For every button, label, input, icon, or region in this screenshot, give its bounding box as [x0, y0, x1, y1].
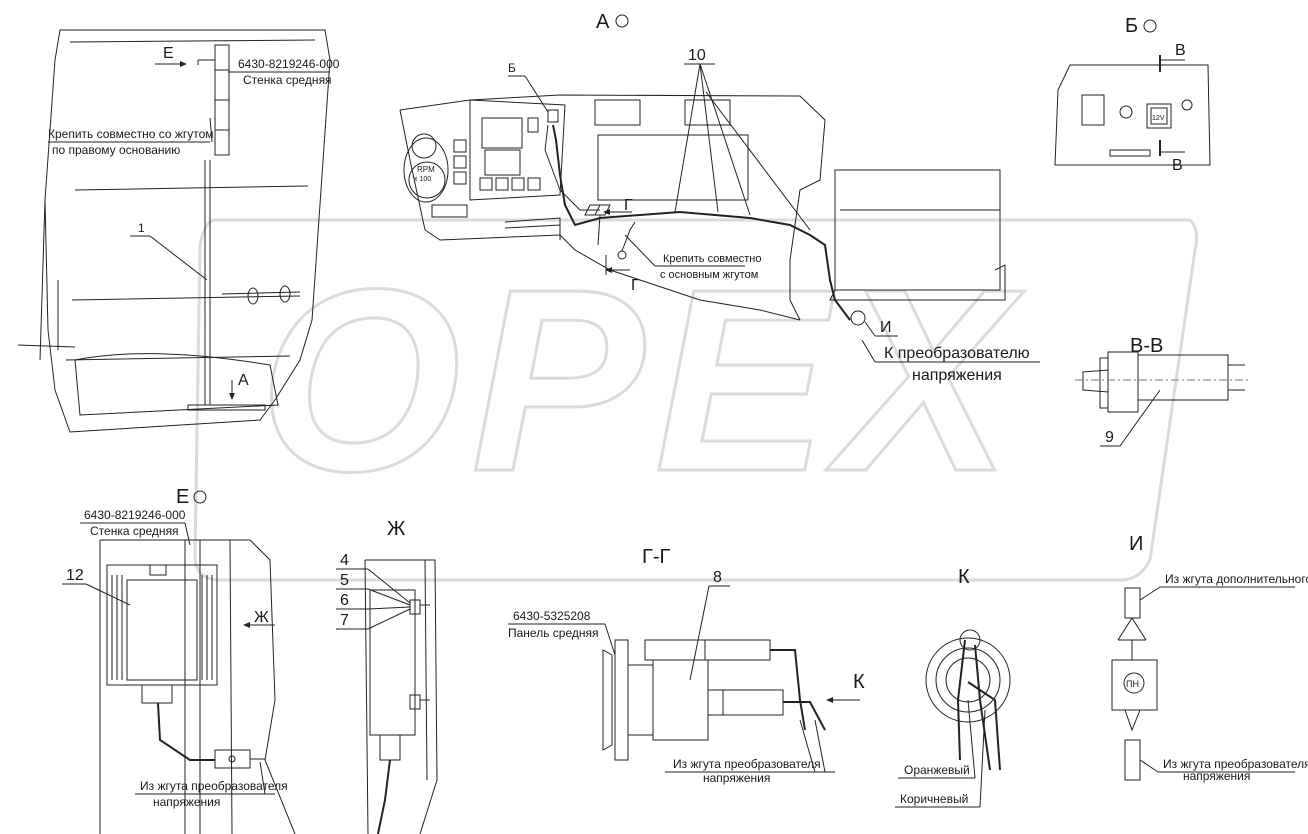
to-converter-line1: К преобразователю — [884, 345, 1030, 362]
section-mark-e: Е — [163, 45, 174, 62]
socket-b-location — [547, 109, 559, 123]
view-g-g-title: Г-Г — [642, 546, 670, 568]
relay-label: ПН — [1126, 679, 1139, 689]
i-from-harness-line2: напряжения — [1183, 769, 1250, 783]
view-v-v-title: В-В — [1130, 335, 1163, 357]
rpm-label: RPM — [417, 165, 435, 174]
socket-12v — [1146, 103, 1172, 129]
section-mark-zh: Ж — [254, 609, 269, 626]
section-mark-g-top: Г — [624, 197, 633, 214]
g-from-harness-line2: напряжения — [703, 771, 770, 785]
i-from-additional: Из жгута дополнительного — [1165, 572, 1308, 586]
e-wall-code: 6430-8219246-000 — [84, 508, 186, 522]
callout-stack-zh: 4 5 6 7 — [336, 552, 411, 630]
section-mark-k: К — [853, 671, 865, 693]
view-k-title: К — [958, 566, 970, 588]
view-zh-title: Ж — [387, 518, 406, 540]
i-from-harness-line1: Из жгута преобразователя — [1163, 757, 1308, 771]
view-e: Е 6430-8219246-000 Стенка средняя 12 Ж — [62, 486, 296, 834]
callout-12: 12 — [66, 567, 84, 584]
callout-6: 6 — [340, 592, 349, 609]
callout-8: 8 — [713, 569, 722, 586]
watermark: OPEX — [193, 218, 1199, 582]
note-fix-main-line2: с основным жгутом — [660, 269, 758, 281]
section-mark-g-bottom: Г — [631, 277, 640, 294]
callout-7: 7 — [340, 612, 349, 629]
callout-10: 10 — [688, 47, 706, 64]
section-g-g: Г-Г 8 6430-5325208 Панель средняя К Из ж… — [508, 546, 865, 785]
panel-middle-name: Панель средняя — [508, 626, 599, 640]
callout-4: 4 — [340, 552, 349, 569]
section-v-v: В-В 9 — [1075, 335, 1250, 447]
view-e-title: Е — [176, 486, 189, 508]
view-a-title: А — [596, 11, 610, 33]
view-b-title: Б — [1125, 15, 1138, 37]
wall-middle-name: Стенка средняя — [243, 73, 332, 87]
section-mark-v-top: В — [1175, 42, 1186, 59]
note-fix-with-harness-line2: по правому основанию — [52, 143, 180, 157]
wire-orange: Оранжевый — [904, 763, 970, 777]
bracket-vertical — [187, 44, 266, 411]
view-zh: Ж 4 5 6 7 — [336, 518, 438, 834]
callout-b: Б — [508, 61, 516, 75]
wire-brown: Коричневый — [900, 792, 968, 806]
callout-5: 5 — [340, 572, 349, 589]
e-wall-name: Стенка средняя — [90, 524, 179, 538]
callout-9: 9 — [1105, 429, 1114, 446]
callout-i: И — [880, 319, 892, 336]
watermark-text: OPEX — [259, 236, 1025, 526]
callout-1: 1 — [138, 221, 145, 235]
panel-middle-code: 6430-5325208 — [513, 609, 591, 623]
section-mark-v-bottom: В — [1172, 157, 1183, 174]
relay-block — [1111, 659, 1158, 711]
rpm-scale: x 100 — [414, 176, 431, 183]
e-from-harness-line2: напряжения — [153, 795, 220, 809]
note-fix-main-line1: Крепить совместно — [663, 253, 761, 265]
cab-side-view: Е 6430-8219246-000 Стенка средняя Крепит… — [17, 29, 340, 433]
voltage-converter — [106, 564, 265, 769]
view-a-dashboard: А RPM x 100 Б — [399, 11, 1040, 384]
e-from-harness-line1: Из жгута преобразователя — [140, 779, 288, 793]
note-fix-with-harness-line1: Крепить совместно со жгутом — [48, 127, 214, 141]
wall-middle-code: 6430-8219246-000 — [238, 57, 340, 71]
section-mark-a: А — [238, 372, 249, 389]
view-i: И ПН Из жгута дополнительного Из жгута п… — [1111, 533, 1308, 783]
view-i-title: И — [1129, 533, 1143, 555]
view-b: Б 12V В В — [1054, 15, 1211, 174]
to-converter-line2: напряжения — [912, 367, 1002, 384]
g-from-harness-line1: Из жгута преобразователя — [673, 757, 821, 771]
socket-12v-label: 12V — [1152, 115, 1165, 122]
view-k: К Оранжевый Коричневый — [895, 566, 1011, 808]
